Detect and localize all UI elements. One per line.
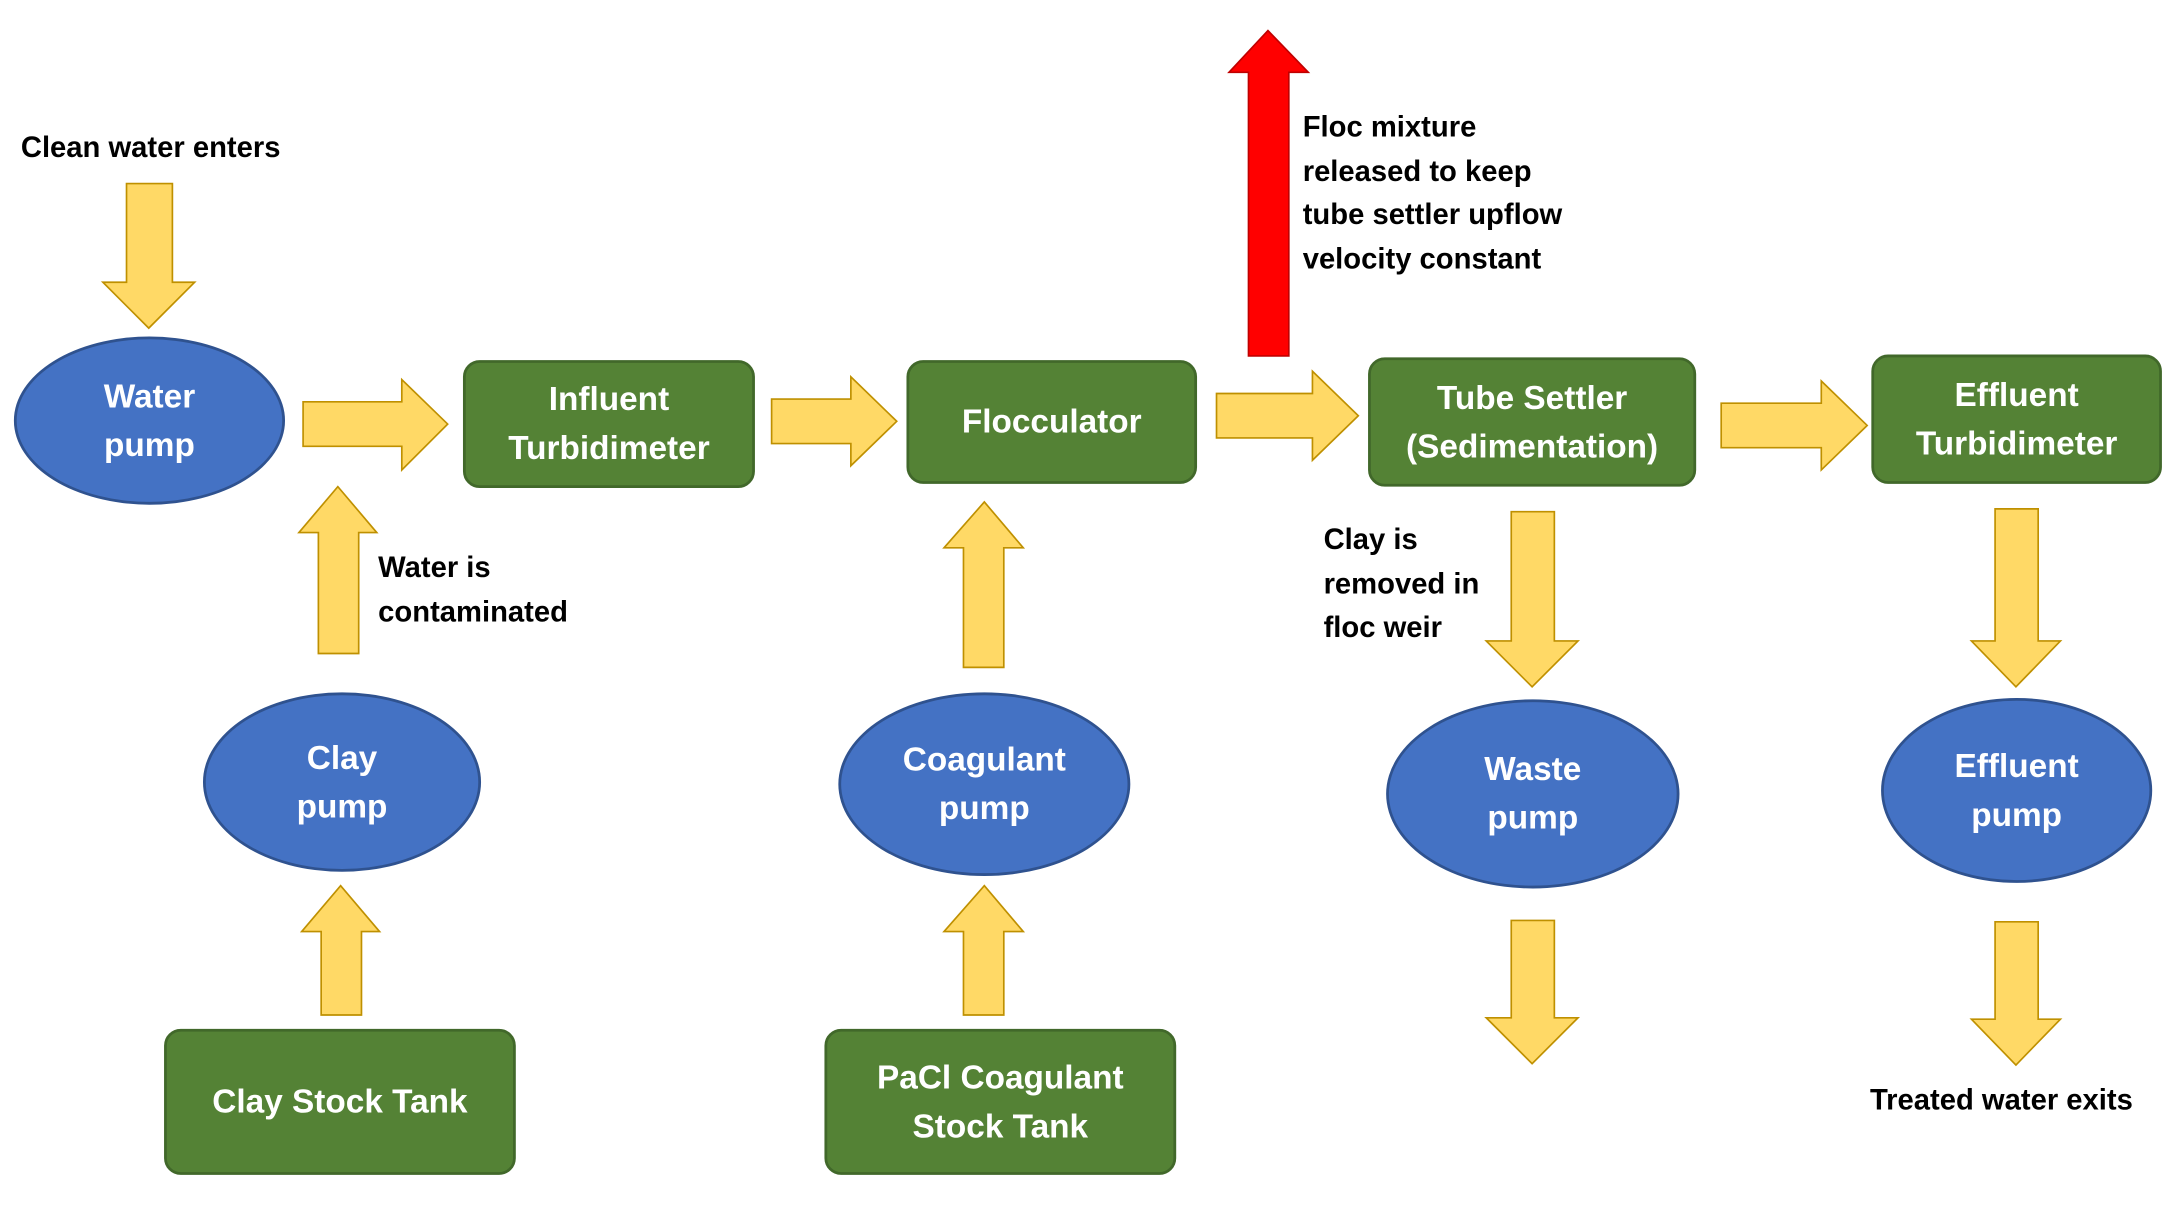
- clay-stock-tank-box: Clay Stock Tank: [164, 1028, 516, 1175]
- water-pump-ellipse: Water pump: [13, 336, 286, 505]
- arrow-floc-mixture-up: [1227, 29, 1311, 357]
- pacl-stock-tank-box: PaCl Coagulant Stock Tank: [824, 1028, 1177, 1175]
- effluent-pump-ellipse: Effluent pump: [1881, 697, 2153, 883]
- arrow-clean-water-down: [100, 182, 197, 330]
- arrow-waste-out-down: [1484, 919, 1581, 1065]
- floc-mixture-released-label: Floc mixture released to keep tube settl…: [1302, 111, 1563, 275]
- arrow-influent-to-flocculator: [770, 374, 898, 468]
- clay-removed-label: Clay is removed in floc weir: [1323, 524, 1480, 644]
- arrow-settler-to-effluent-turbidimeter: [1720, 378, 1869, 472]
- tube-settler-box: Tube Settler (Sedimentation): [1368, 357, 1697, 487]
- arrow-effluent-turbidimeter-down: [1969, 508, 2063, 689]
- arrow-clay-tank-up: [299, 884, 382, 1016]
- influent-turbidimeter-box: Influent Turbidimeter: [462, 360, 755, 489]
- arrow-pacl-tank-up: [942, 884, 1026, 1016]
- clean-water-enters-label: Clean water enters: [20, 132, 281, 165]
- clay-pump-ellipse: Clay pump: [202, 692, 482, 872]
- arrow-flocculator-to-settler: [1215, 369, 1360, 463]
- arrow-effluent-out-down: [1969, 921, 2063, 1067]
- arrow-settler-down-to-waste: [1484, 510, 1581, 689]
- coagulant-pump-ellipse: Coagulant pump: [838, 692, 1131, 876]
- water-contaminated-label: Water is contaminated: [378, 551, 568, 628]
- arrow-water-pump-to-influent: [302, 377, 449, 472]
- flocculator-box: Flocculator: [906, 360, 1198, 484]
- waste-pump-ellipse: Waste pump: [1386, 699, 1680, 889]
- effluent-turbidimeter-box: Effluent Turbidimeter: [1871, 354, 2162, 484]
- arrow-clay-pump-up: [297, 485, 379, 655]
- treated-water-exits-label: Treated water exits: [1869, 1084, 2133, 1117]
- arrow-coagulant-pump-up: [942, 500, 1026, 669]
